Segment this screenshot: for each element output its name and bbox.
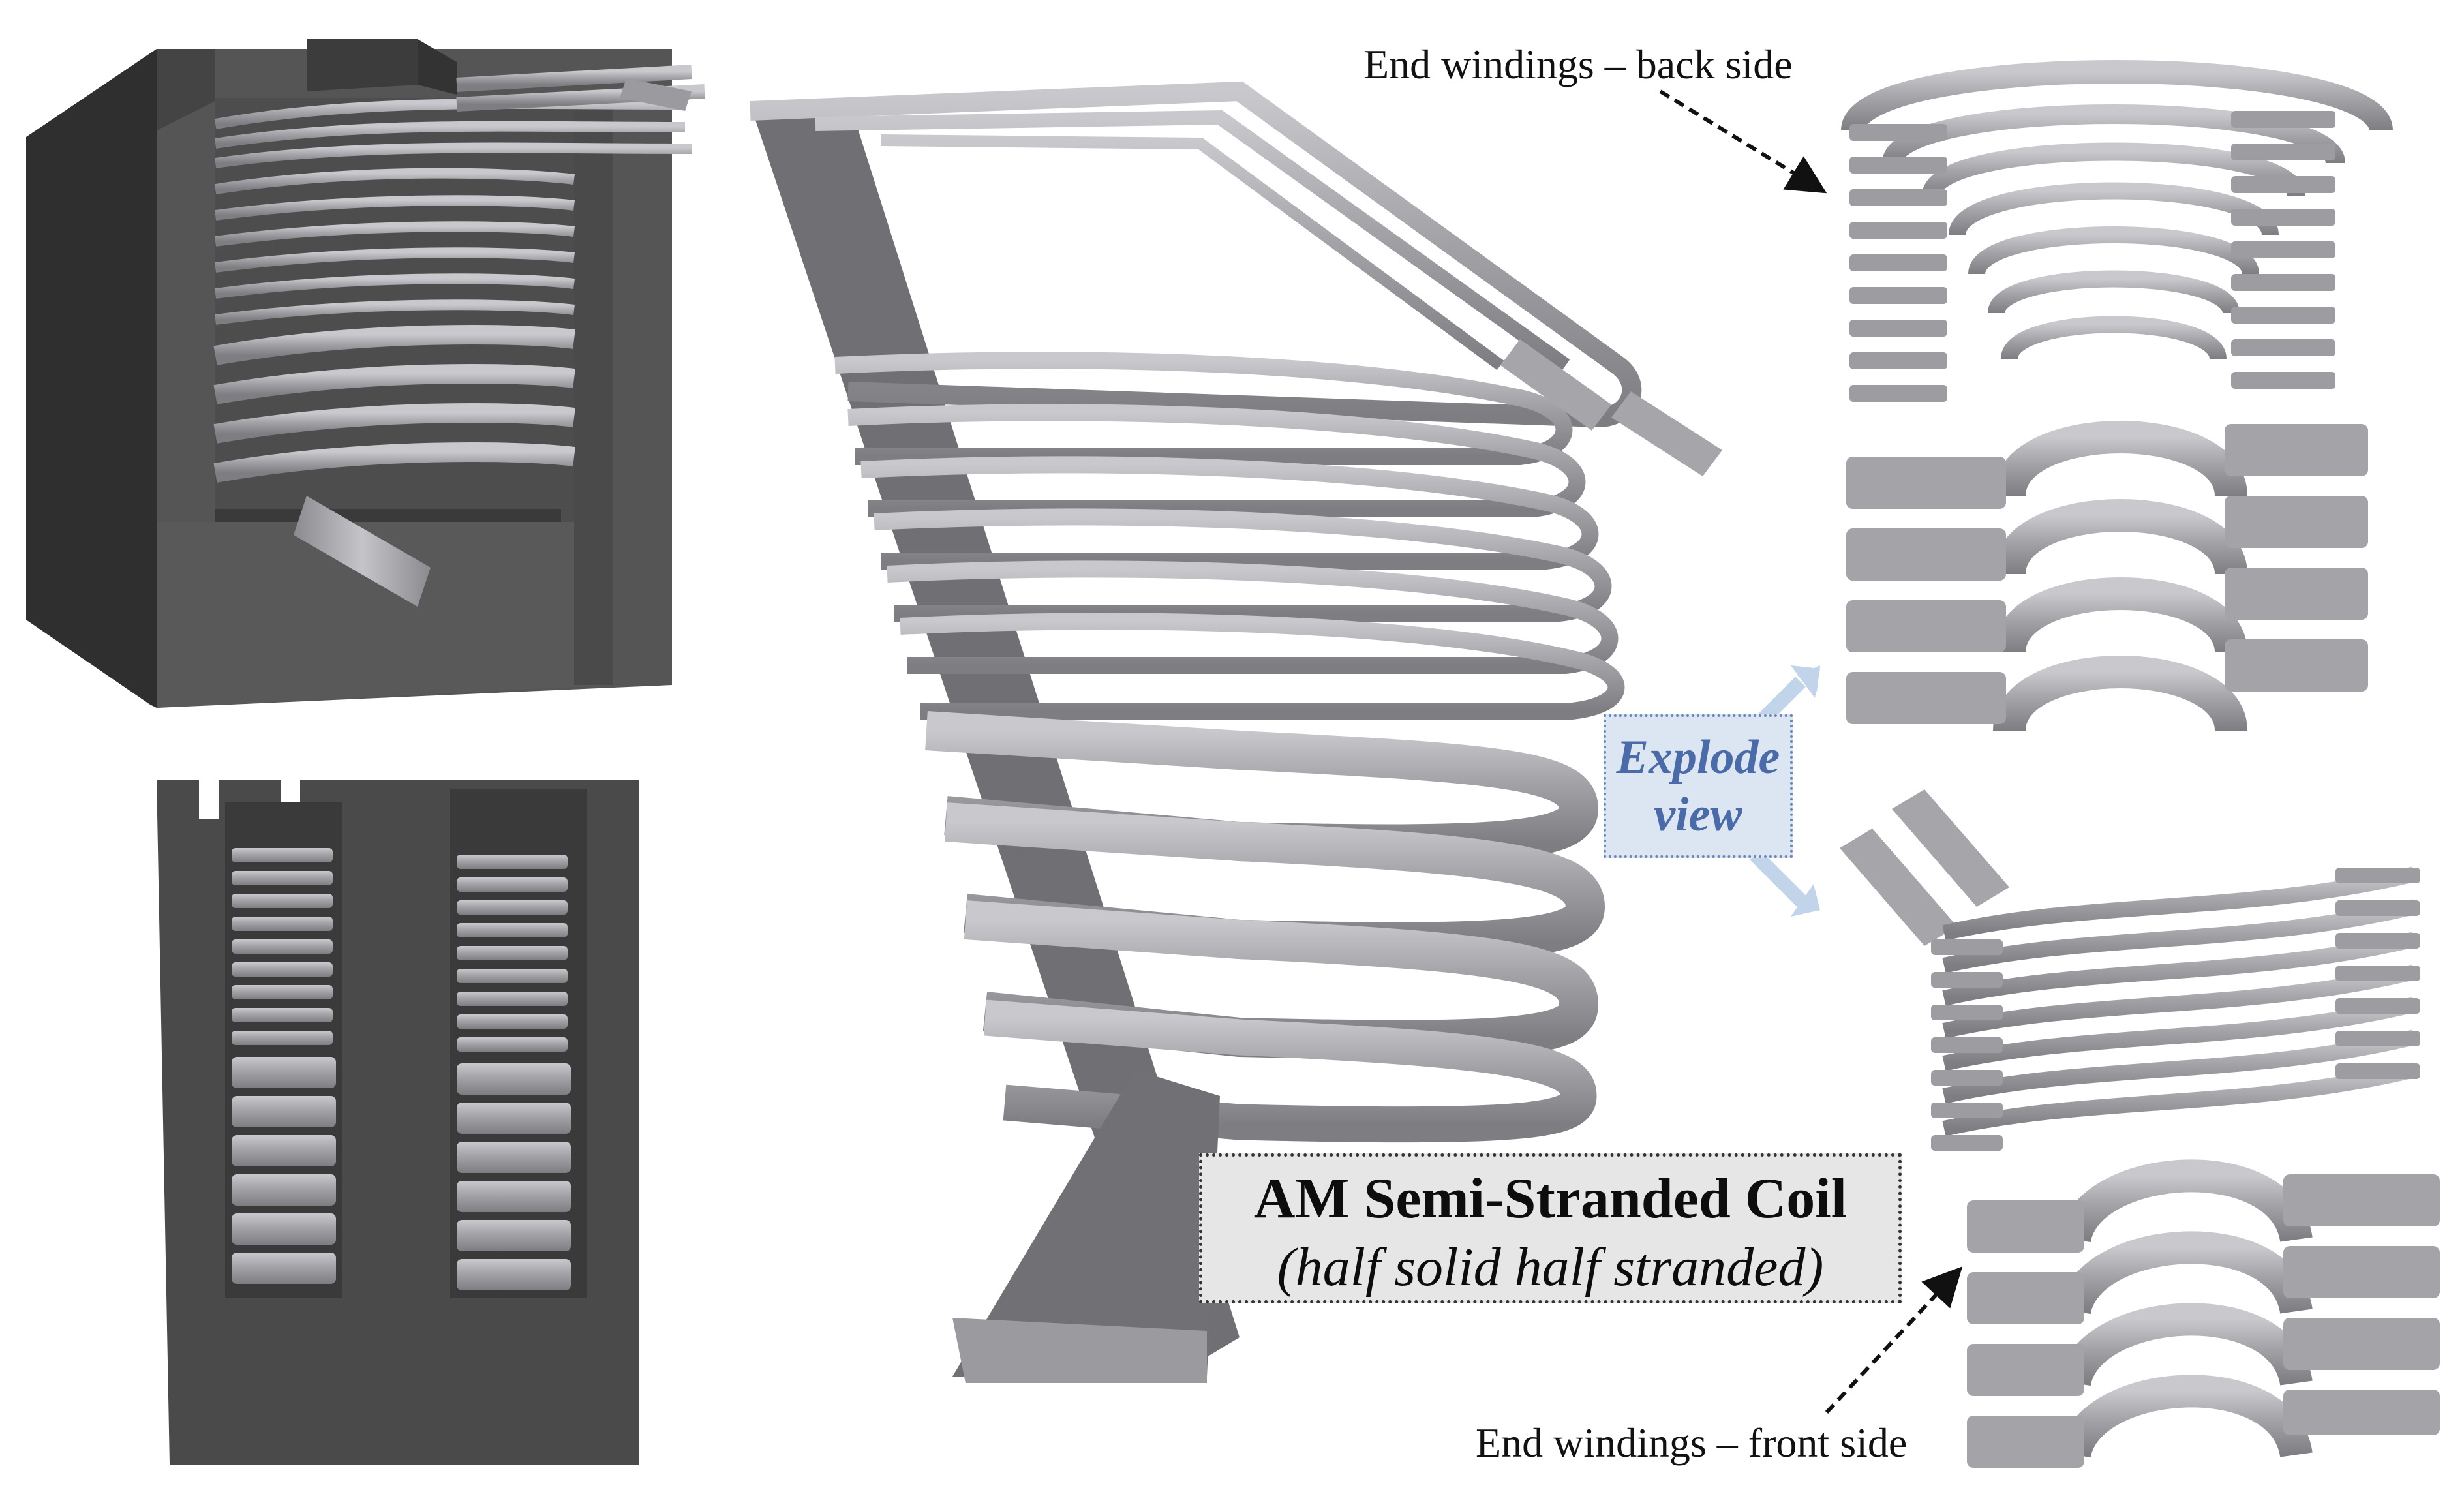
coil-title: AM Semi-Stranded Coil <box>1253 1167 1848 1230</box>
coil-full-view <box>750 81 1722 1383</box>
front-right-stack <box>2283 868 2440 1435</box>
coil-subtitle: (half solid half stranded) <box>1277 1237 1824 1298</box>
front-solid-arches <box>2058 1159 2313 1459</box>
explode-view-box: Explode view <box>1604 714 1793 858</box>
end-windings-front-view <box>1840 789 2440 1468</box>
explode-line-1: Explode <box>1616 731 1780 784</box>
core-isometric-view <box>26 39 705 708</box>
coil-title-box: AM Semi-Stranded Coil (half solid half s… <box>1199 1153 1902 1303</box>
stranded-turns <box>834 352 1625 720</box>
back-side-pointer <box>1659 89 1827 194</box>
explode-line-2: view <box>1654 788 1742 842</box>
end-windings-back-label: End windings – back side <box>1363 41 1793 87</box>
end-windings-back-view <box>1841 60 2393 733</box>
back-left-stack <box>1846 124 2006 724</box>
end-windings-front-label: End windings – front side <box>1476 1420 1908 1466</box>
back-right-stack <box>2225 111 2368 692</box>
isometric-windings <box>213 65 705 607</box>
front-left-stack <box>1931 939 2084 1468</box>
core-section-view <box>157 780 639 1465</box>
back-arches <box>1841 60 2393 733</box>
solid-turns <box>925 711 1605 1143</box>
front-stranded-arches <box>1942 866 2416 1136</box>
front-side-pointer <box>1825 1266 1963 1414</box>
left-slot-conductors <box>232 848 336 1284</box>
right-slot-conductors <box>457 855 571 1290</box>
